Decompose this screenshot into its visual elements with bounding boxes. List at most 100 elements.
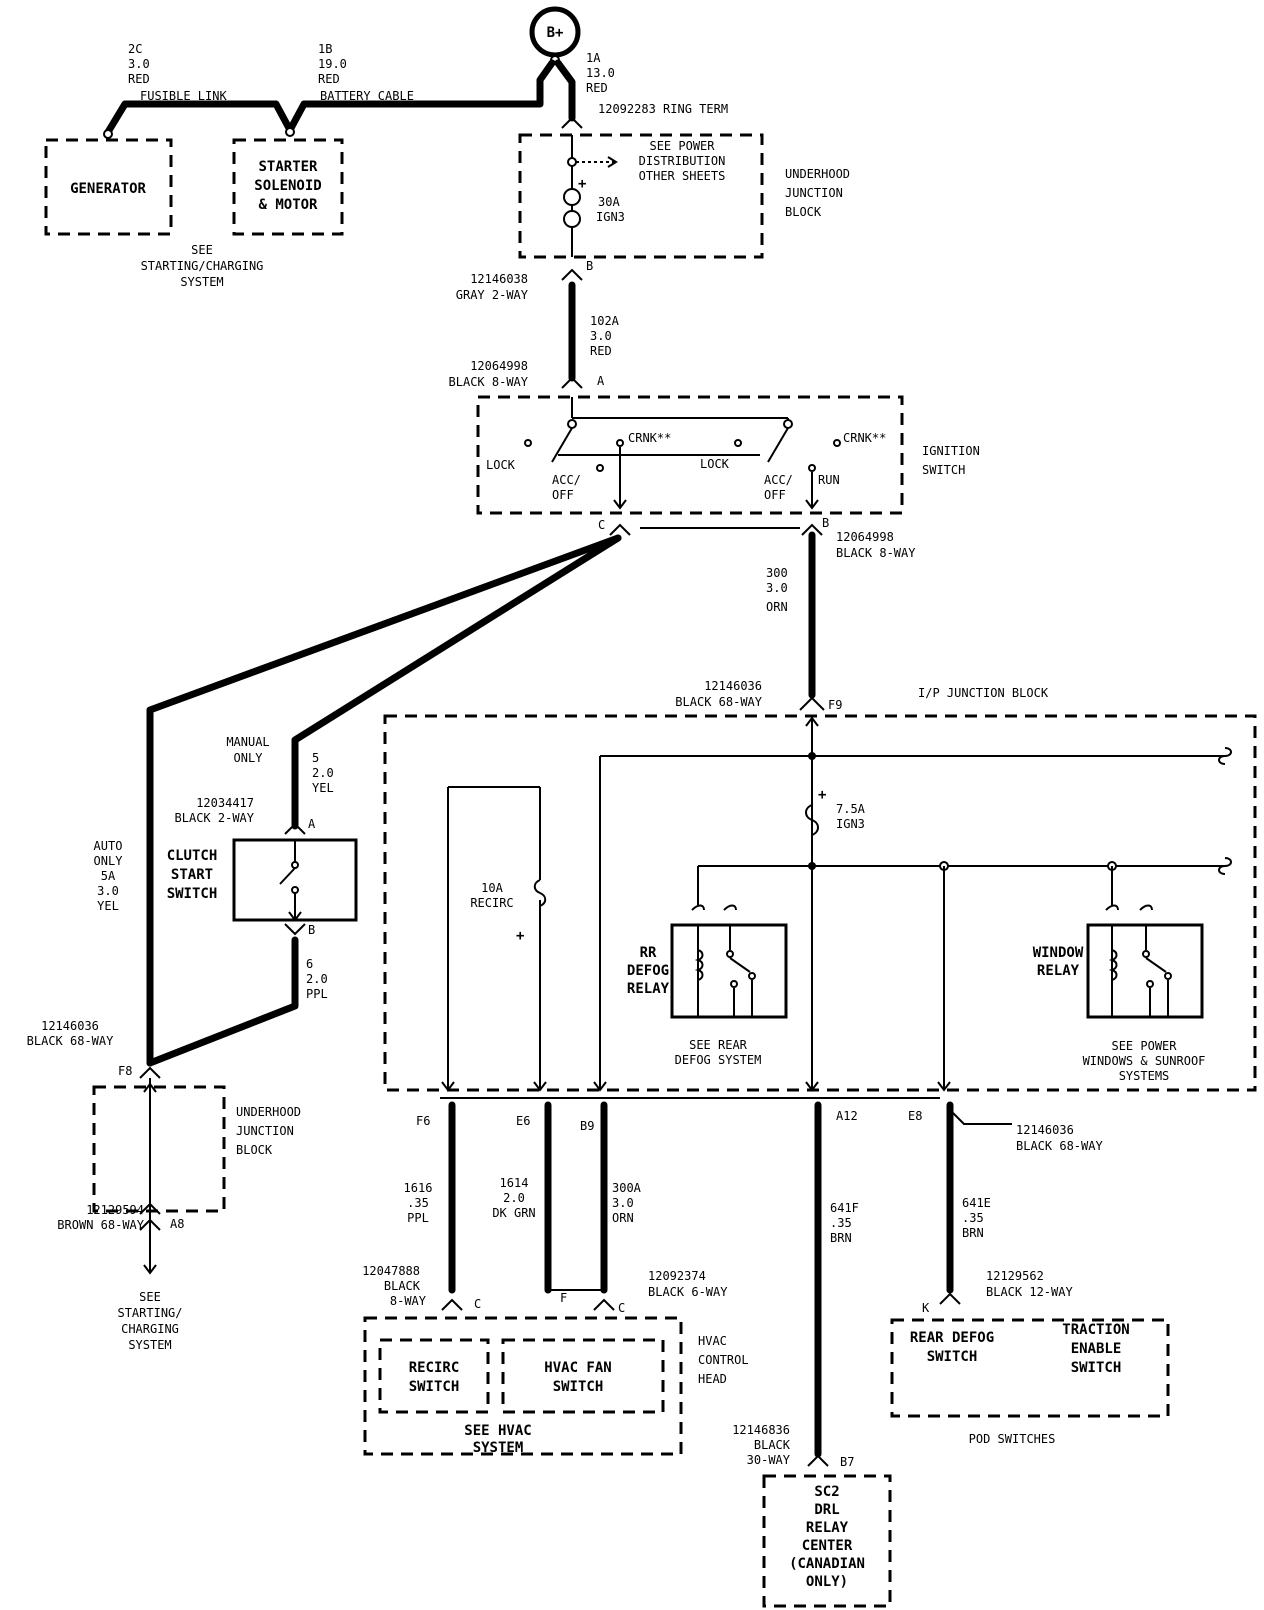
- connector-12034417: 12034417 BLACK 2-WAY: [175, 796, 255, 825]
- svg-text:SEE: SEE: [139, 1290, 161, 1304]
- svg-text:BLACK 2-WAY: BLACK 2-WAY: [175, 811, 255, 825]
- svg-text:BLOCK: BLOCK: [236, 1143, 273, 1157]
- connector-f8: 12146036 BLACK 68-WAY: [27, 1019, 114, 1048]
- connector-12092374: 12092374 BLACK 6-WAY: [648, 1269, 728, 1299]
- generator-label: GENERATOR: [70, 181, 146, 197]
- svg-text:SYSTEM: SYSTEM: [180, 275, 223, 289]
- wire-5a-auto: [146, 534, 622, 1067]
- see-hvac-system: SEE HVAC SYSTEM: [464, 1423, 531, 1456]
- svg-text:12146036: 12146036: [1016, 1123, 1074, 1137]
- svg-text:RED: RED: [128, 72, 150, 86]
- svg-text:2.0: 2.0: [312, 766, 334, 780]
- svg-text:PPL: PPL: [407, 1211, 429, 1225]
- svg-text:LOCK: LOCK: [700, 457, 730, 471]
- svg-text:DISTRIBUTION: DISTRIBUTION: [639, 154, 726, 168]
- svg-text:STARTER: STARTER: [258, 159, 318, 175]
- svg-text:GRAY 2-WAY: GRAY 2-WAY: [456, 288, 529, 302]
- svg-text:CONTROL: CONTROL: [698, 1353, 749, 1367]
- pin-b7: B7: [840, 1455, 854, 1469]
- svg-text:WINDOW: WINDOW: [1033, 945, 1084, 961]
- svg-text:AUTO: AUTO: [94, 839, 123, 853]
- ip-bus-lines: [447, 716, 1232, 1090]
- svg-text:BLACK 68-WAY: BLACK 68-WAY: [1016, 1139, 1103, 1153]
- svg-text:JUNCTION: JUNCTION: [785, 186, 843, 200]
- connector-e8: 12146036 BLACK 68-WAY: [1016, 1123, 1103, 1153]
- svg-text:BLACK 8-WAY: BLACK 8-WAY: [836, 546, 916, 560]
- svg-text:STARTING/CHARGING: STARTING/CHARGING: [141, 259, 264, 273]
- svg-text:UNDERHOOD: UNDERHOOD: [785, 167, 850, 181]
- rear-defog-switch-label: REAR DEFOG SWITCH: [910, 1330, 994, 1365]
- connector-12129562: 12129562 BLACK 12-WAY: [986, 1269, 1073, 1299]
- svg-text:ACC/: ACC/: [764, 473, 793, 487]
- pin-f9: F9: [828, 698, 842, 712]
- window-relay-icon: [1105, 904, 1172, 1017]
- svg-text:ORN: ORN: [766, 600, 788, 614]
- fusible-link-wire: [104, 100, 294, 136]
- svg-text:12146036: 12146036: [41, 1019, 99, 1033]
- svg-text:RED: RED: [586, 81, 608, 95]
- svg-text:OTHER SHEETS: OTHER SHEETS: [639, 169, 726, 183]
- pin-a8: A8: [170, 1217, 184, 1231]
- svg-text:YEL: YEL: [97, 899, 119, 913]
- wire-1616-label: 1616 .35 PPL: [404, 1181, 433, 1225]
- svg-text:SEE: SEE: [191, 243, 213, 257]
- svg-text:1B: 1B: [318, 42, 332, 56]
- svg-text:300A: 300A: [612, 1181, 642, 1195]
- battery-cable-label: 1B 19.0 RED BATTERY CABLE: [318, 42, 414, 103]
- see-power-windows: SEE POWER WINDOWS & SUNROOF SYSTEMS: [1083, 1039, 1206, 1083]
- see-rear-defog: SEE REAR DEFOG SYSTEM: [675, 1038, 762, 1067]
- svg-text:SEE HVAC: SEE HVAC: [464, 1423, 531, 1439]
- svg-text:2.0: 2.0: [306, 972, 328, 986]
- svg-text:RED: RED: [318, 72, 340, 86]
- battery-cable-wire: [286, 59, 556, 134]
- pin-e8: E8: [908, 1109, 922, 1123]
- svg-text:13.0: 13.0: [586, 66, 615, 80]
- svg-text:12047888: 12047888: [362, 1264, 420, 1278]
- svg-text:OFF: OFF: [552, 488, 574, 502]
- svg-text:RUN: RUN: [818, 473, 840, 487]
- pin-k: K: [922, 1301, 930, 1315]
- svg-text:FUSIBLE LINK: FUSIBLE LINK: [140, 89, 227, 103]
- generator-box: [44, 138, 173, 236]
- pin-b-top: B: [586, 259, 593, 273]
- svg-text:7.5A: 7.5A: [836, 802, 866, 816]
- svg-text:SEE POWER: SEE POWER: [649, 139, 715, 153]
- pin-b-clutch: B: [308, 923, 315, 937]
- wire-5-label: 5 2.0 YEL: [312, 751, 334, 795]
- svg-text:CLUTCH: CLUTCH: [167, 848, 218, 864]
- svg-text:3.0: 3.0: [97, 884, 119, 898]
- svg-text:30A: 30A: [598, 195, 620, 209]
- svg-text:RELAY: RELAY: [627, 981, 670, 997]
- fuse-10a-icon: +: [516, 879, 547, 944]
- svg-text:SOLENOID: SOLENOID: [254, 178, 321, 194]
- starter-label: STARTER SOLENOID & MOTOR: [254, 159, 321, 213]
- svg-text:641F: 641F: [830, 1201, 859, 1215]
- svg-text:12146836: 12146836: [732, 1423, 790, 1437]
- wire-6: [146, 936, 299, 1067]
- svg-text:2C: 2C: [128, 42, 142, 56]
- svg-text:RED: RED: [590, 344, 612, 358]
- pin-c-hvac: C: [474, 1297, 481, 1311]
- svg-text:UNDERHOOD: UNDERHOOD: [236, 1105, 301, 1119]
- svg-text:12034417: 12034417: [196, 796, 254, 810]
- svg-text:SWITCH: SWITCH: [1071, 1360, 1122, 1376]
- fusible-link-label: 2C 3.0 RED FUSIBLE LINK: [128, 42, 227, 103]
- connector-12047888: 12047888 BLACK 8-WAY: [362, 1264, 427, 1308]
- svg-text:IGN3: IGN3: [836, 817, 865, 831]
- svg-text:10A: 10A: [481, 881, 503, 895]
- underhood-junction-block-top-label: UNDERHOOD JUNCTION BLOCK: [785, 167, 850, 219]
- connector-12146836: 12146836 BLACK 30-WAY: [732, 1423, 791, 1467]
- svg-text:102A: 102A: [590, 314, 620, 328]
- manual-only-label: MANUAL ONLY: [226, 735, 269, 765]
- svg-text:HEAD: HEAD: [698, 1372, 727, 1386]
- ip-output-arrows: [441, 1081, 951, 1092]
- svg-text:12064998: 12064998: [470, 359, 528, 373]
- svg-text:.35: .35: [962, 1211, 984, 1225]
- svg-text:SYSTEM: SYSTEM: [128, 1338, 171, 1352]
- svg-text:12146036: 12146036: [704, 679, 762, 693]
- ignition-switch-contacts: [524, 397, 841, 510]
- svg-text:(CANADIAN: (CANADIAN: [789, 1556, 865, 1572]
- starter-terminal: [285, 127, 295, 137]
- pin-f-hvac: F: [560, 1291, 567, 1305]
- drl-relay-center-label: SC2 DRL RELAY CENTER (CANADIAN ONLY): [789, 1484, 865, 1590]
